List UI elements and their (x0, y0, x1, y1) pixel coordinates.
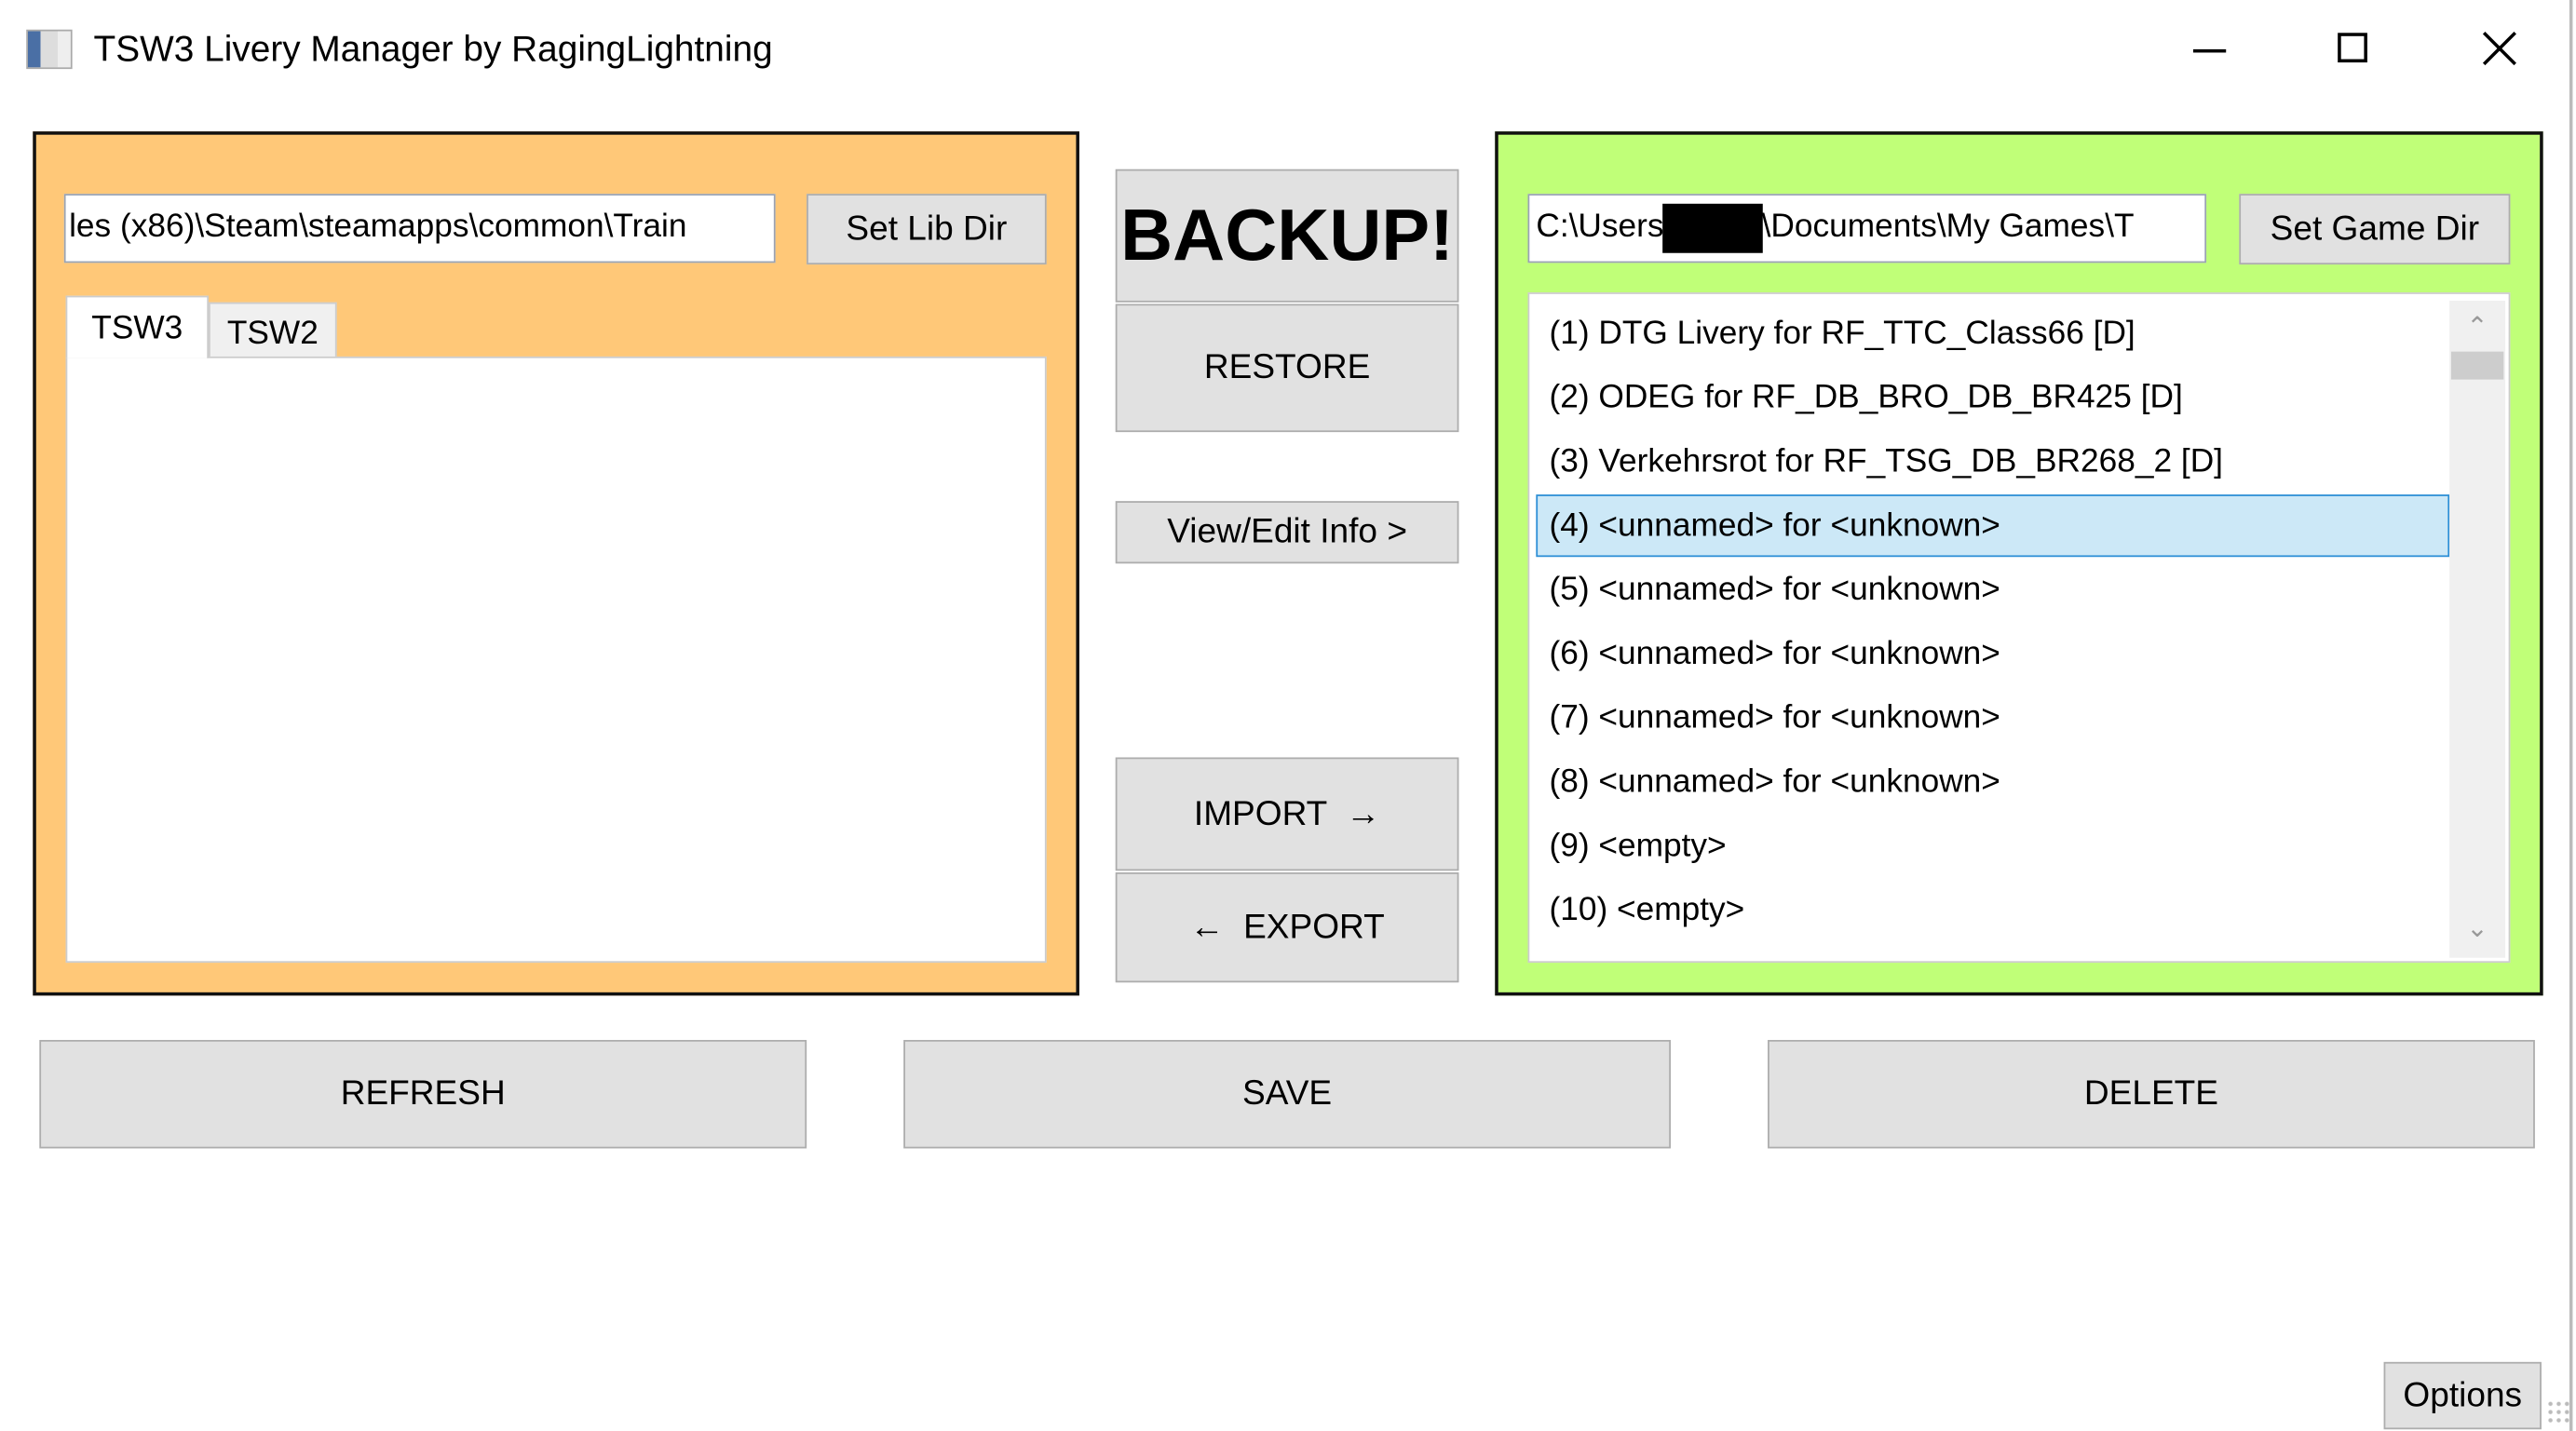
scroll-up-icon[interactable]: ⌃ (2466, 314, 2488, 343)
window-border (2569, 0, 2573, 1431)
set-lib-dir-button[interactable]: Set Lib Dir (807, 194, 1047, 265)
livery-list-item[interactable]: (3) Verkehrsrot for RF_TSG_DB_BR268_2 [D… (1549, 443, 2223, 480)
refresh-button[interactable]: REFRESH (39, 1039, 807, 1149)
livery-list-item[interactable]: (9) <empty> (1549, 828, 1727, 865)
livery-list-item[interactable]: (10) <empty> (1549, 892, 1745, 928)
close-icon[interactable] (2460, 17, 2542, 83)
scroll-down-icon[interactable]: ⌄ (2466, 914, 2488, 943)
maximize-icon[interactable] (2313, 17, 2395, 83)
game-path-prefix: C:\Users\ (1536, 209, 1674, 245)
tab-tsw3[interactable]: TSW3 (65, 295, 210, 358)
livery-list-item[interactable]: (7) <unnamed> for <unknown> (1549, 699, 2000, 736)
backup-button[interactable]: BACKUP! (1115, 169, 1459, 303)
resize-grip-icon[interactable] (2546, 1399, 2573, 1426)
livery-list[interactable]: (1) DTG Livery for RF_TTC_Class66 [D] (2)… (1527, 292, 2511, 964)
options-button[interactable]: Options (2383, 1361, 2542, 1430)
scrollbar-thumb[interactable] (2450, 351, 2504, 380)
restore-button[interactable]: RESTORE (1115, 304, 1459, 433)
game-path-suffix: \Documents\My Games\T (1761, 209, 2135, 245)
game-path-input[interactable]: C:\Users\ \Documents\My Games\T (1527, 194, 2207, 263)
export-button[interactable]: ← EXPORT (1115, 872, 1459, 983)
livery-list-item[interactable]: (5) <unnamed> for <unknown> (1549, 572, 2000, 608)
library-path-input[interactable]: les (x86)\Steam\steamapps\common\Train (63, 194, 776, 263)
livery-list-item[interactable]: (8) <unnamed> for <unknown> (1549, 763, 2000, 801)
livery-list-item[interactable]: (6) <unnamed> for <unknown> (1549, 635, 2000, 672)
tab-tsw2[interactable]: TSW2 (209, 302, 337, 358)
save-button[interactable]: SAVE (903, 1039, 1671, 1149)
livery-list-item[interactable]: (4) <unnamed> for <unknown> (1536, 494, 2450, 558)
window-title: TSW3 Livery Manager by RagingLightning (93, 27, 773, 70)
app-icon (26, 29, 73, 70)
livery-list-item[interactable]: (2) ODEG for RF_DB_BRO_DB_BR425 [D] (1549, 379, 2183, 416)
import-button[interactable]: IMPORT → (1115, 757, 1459, 871)
delete-button[interactable]: DELETE (1768, 1039, 2535, 1149)
scrollbar[interactable]: ⌃ ⌄ (2449, 300, 2506, 958)
library-list[interactable] (65, 356, 1047, 964)
livery-list-item[interactable]: (1) DTG Livery for RF_TTC_Class66 [D] (1549, 315, 2135, 352)
minimize-icon[interactable] (2168, 17, 2250, 83)
redacted-username (1662, 203, 1764, 253)
set-game-dir-button[interactable]: Set Game Dir (2239, 194, 2511, 265)
view-edit-info-button[interactable]: View/Edit Info > (1115, 501, 1459, 564)
